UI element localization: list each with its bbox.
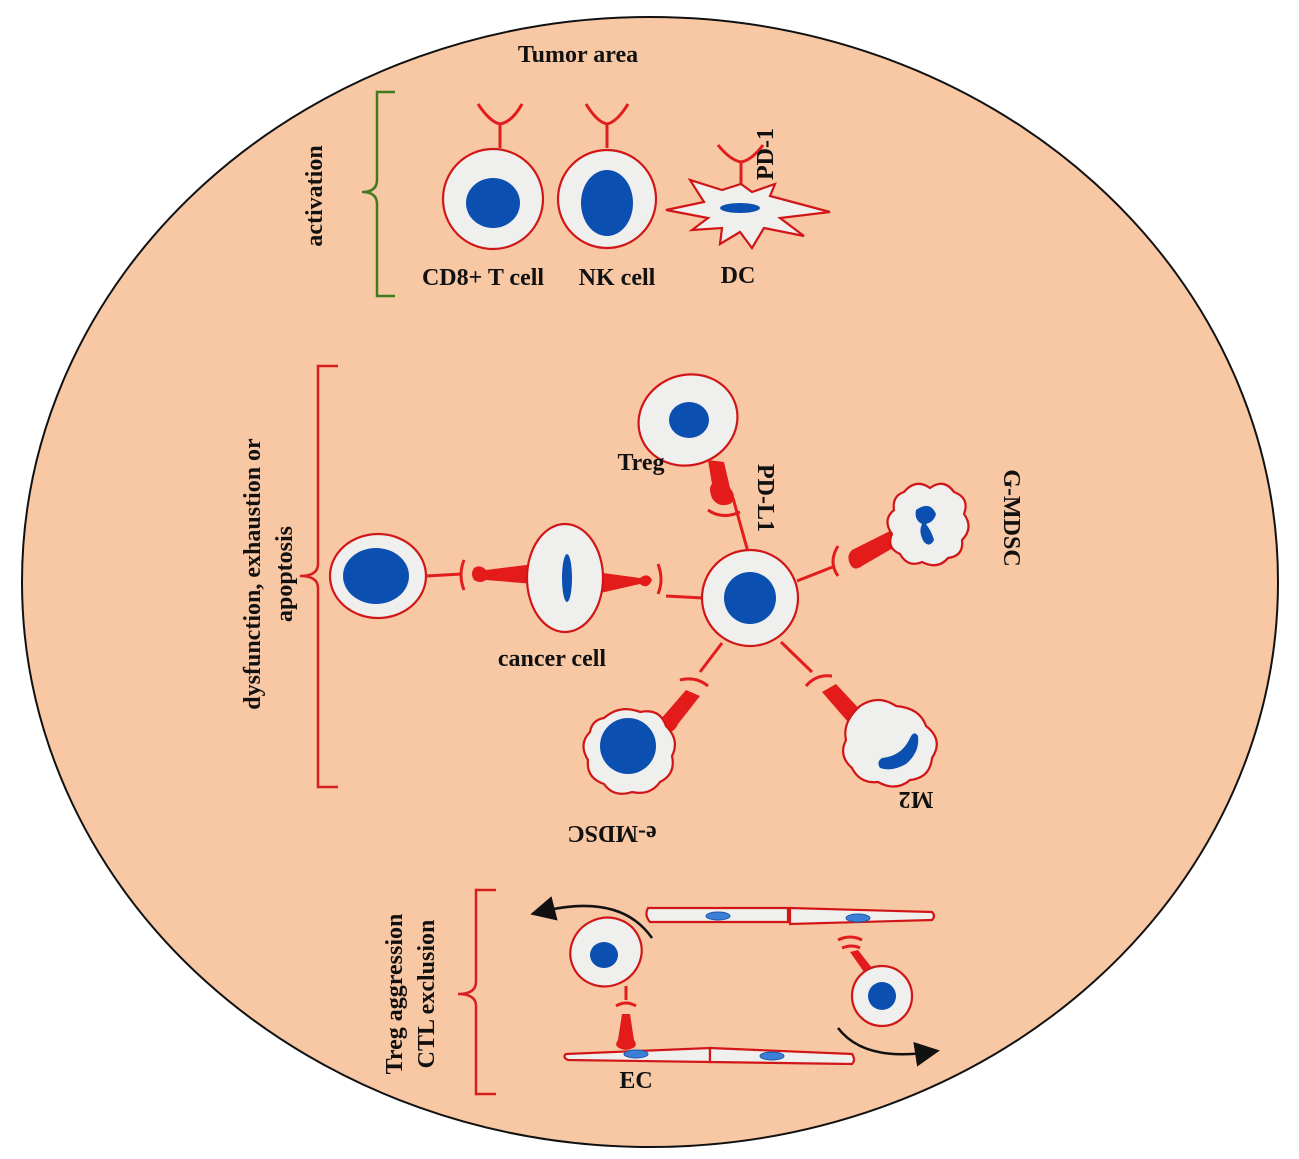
exclusion-section: Treg aggression CTL exclusion: [382, 888, 940, 1096]
exclusion-t-cell: [837, 935, 914, 1028]
dysfunction-bracket: [299, 364, 338, 789]
e-mdsc-label: e-MDSC: [567, 820, 656, 846]
g-mdsc-label: G-MDSC: [998, 469, 1024, 566]
ec-label: EC: [619, 1068, 652, 1094]
dysfunction-label-line2: apoptosis: [272, 526, 298, 622]
cd8-t-cell: [441, 103, 545, 251]
m2-cell: [804, 674, 938, 788]
g-mdsc-cell: [831, 482, 970, 577]
activation-section: activation CD8+ T cell NK cell PD-1 DC: [302, 90, 831, 298]
central-t-cell: [700, 548, 800, 648]
exclusion-label-line1: Treg aggression: [382, 914, 408, 1075]
exclusion-label-line2: CTL exclusion: [414, 920, 440, 1069]
pd1-label: PD-1: [753, 128, 779, 180]
dendritic-cell: [665, 144, 831, 250]
cancer-label: cancer cell: [498, 646, 606, 672]
dysfunction-section: dysfunction, exhaustion or apoptosis: [240, 364, 1024, 846]
exhausted-t-cell: [328, 532, 463, 620]
cd8-label: CD8+ T cell: [422, 265, 544, 291]
exclusion-bracket: [457, 888, 496, 1096]
dc-label: DC: [721, 263, 756, 289]
treg-cell: [637, 373, 741, 517]
activation-label: activation: [302, 145, 328, 246]
exclusion-treg-cell: [569, 916, 643, 1050]
left-arrow: [530, 896, 654, 939]
e-mdsc-cell: [582, 677, 709, 795]
m2-label: M2: [899, 786, 934, 812]
activation-bracket: [361, 90, 395, 298]
dysfunction-label-line1: dysfunction, exhaustion or: [240, 438, 266, 710]
right-arrow: [837, 1027, 940, 1067]
pdl1-label: PD-L1: [752, 464, 778, 532]
nk-cell: [556, 103, 658, 250]
cancer-cell: [459, 522, 663, 634]
nk-label: NK cell: [579, 265, 656, 291]
tumor-area-title: Tumor area: [518, 42, 638, 68]
treg-label: Treg: [617, 450, 664, 476]
